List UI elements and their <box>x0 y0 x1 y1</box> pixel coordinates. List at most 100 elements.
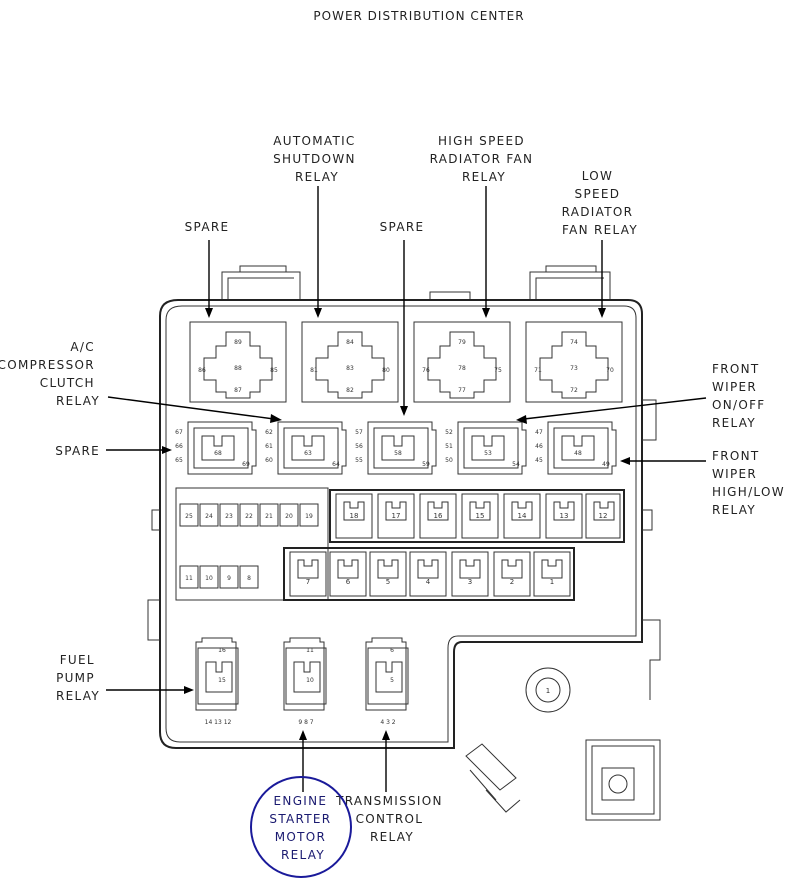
label-transmission-control-relay: TRANSMISSION CONTROL RELAY <box>335 794 448 844</box>
arrow-spare-top-left <box>205 240 213 318</box>
svg-text:9: 9 <box>227 575 231 582</box>
svg-text:60: 60 <box>265 457 273 464</box>
highlight-circle <box>250 776 352 878</box>
svg-text:70: 70 <box>606 367 614 374</box>
svg-text:54: 54 <box>512 461 520 468</box>
svg-text:84: 84 <box>346 339 354 346</box>
svg-text:22: 22 <box>245 513 253 520</box>
top-relay-row: 89 88 87 86 85 84 83 82 81 80 79 78 77 7… <box>189 321 623 403</box>
svg-text:8: 8 <box>247 575 251 582</box>
svg-text:57: 57 <box>355 429 363 436</box>
svg-text:48: 48 <box>574 450 582 457</box>
relay-socket-89: 89 88 87 86 85 <box>189 321 287 403</box>
svg-text:17: 17 <box>392 512 401 520</box>
mid-relay-row: 67 66 65 68 69 62 61 60 63 64 57 56 55 5… <box>175 421 617 475</box>
svg-text:78: 78 <box>458 365 466 372</box>
relay-socket-58: 57 56 55 58 59 <box>355 421 437 475</box>
label-high-speed-fan-relay: HIGH SPEED RADIATOR FAN RELAY <box>430 134 539 184</box>
label-fuel-pump-relay: FUEL PUMP RELAY <box>56 653 100 703</box>
svg-text:50: 50 <box>445 457 453 464</box>
stud-number: 1 <box>546 687 550 695</box>
svg-text:73: 73 <box>570 365 578 372</box>
svg-text:4 3 2: 4 3 2 <box>380 719 395 726</box>
label-front-wiper-highlow-relay: FRONT WIPER HIGH/LOW RELAY <box>712 449 788 517</box>
svg-text:64: 64 <box>332 461 340 468</box>
svg-text:24: 24 <box>205 513 213 520</box>
svg-text:80: 80 <box>382 367 390 374</box>
svg-text:68: 68 <box>214 450 222 457</box>
svg-text:14: 14 <box>518 512 527 520</box>
svg-text:69: 69 <box>242 461 250 468</box>
arrow-front-wiper-highlow <box>620 457 706 465</box>
svg-text:77: 77 <box>458 387 466 394</box>
svg-text:86: 86 <box>198 367 206 374</box>
label-spare-top-mid: SPARE <box>380 220 425 234</box>
svg-text:59: 59 <box>422 461 430 468</box>
svg-text:25: 25 <box>185 513 193 520</box>
svg-text:74: 74 <box>570 339 578 346</box>
svg-text:10: 10 <box>205 575 213 582</box>
svg-text:15: 15 <box>476 512 485 520</box>
relay-socket-fuel-pump: 16 15 14 13 12 <box>195 637 239 726</box>
bolt-stud <box>525 667 571 713</box>
svg-text:14 13 12: 14 13 12 <box>205 719 232 726</box>
svg-text:16: 16 <box>218 647 226 654</box>
arrow-low-speed-fan <box>598 240 606 318</box>
svg-text:89: 89 <box>234 339 242 346</box>
svg-text:10: 10 <box>306 677 314 684</box>
mini-fuse-block: 25 24 23 22 21 20 19 11 10 9 8 <box>175 487 329 601</box>
arrow-ac-clutch <box>107 396 282 423</box>
arrow-spare-top-mid <box>400 240 408 416</box>
svg-text:66: 66 <box>175 443 183 450</box>
svg-text:81: 81 <box>310 367 318 374</box>
leader-arrows <box>106 186 707 792</box>
svg-text:63: 63 <box>304 450 312 457</box>
svg-text:67: 67 <box>175 429 183 436</box>
svg-text:6: 6 <box>346 578 351 586</box>
svg-text:7: 7 <box>306 578 310 586</box>
pdc-housing <box>147 265 661 821</box>
svg-text:82: 82 <box>346 387 354 394</box>
relay-socket-79: 79 78 77 76 75 <box>413 321 511 403</box>
arrow-high-speed-fan <box>482 186 490 318</box>
relay-socket-starter: 11 10 9 8 7 <box>283 637 327 726</box>
svg-text:52: 52 <box>445 429 453 436</box>
svg-text:15: 15 <box>218 677 226 684</box>
svg-text:79: 79 <box>458 339 466 346</box>
svg-text:20: 20 <box>285 513 293 520</box>
mini-fuse-row-top: 25 24 23 22 21 20 19 <box>179 503 319 527</box>
svg-text:13: 13 <box>560 512 569 520</box>
svg-text:5: 5 <box>390 677 394 684</box>
svg-text:6: 6 <box>390 647 394 654</box>
label-front-wiper-onoff-relay: FRONT WIPER ON/OFF RELAY <box>712 362 771 430</box>
arrow-automatic-shutdown <box>314 186 322 318</box>
svg-text:53: 53 <box>484 450 492 457</box>
diagram-title: POWER DISTRIBUTION CENTER <box>313 9 524 23</box>
mini-fuse-row-bottom: 11 10 9 8 <box>179 565 259 589</box>
svg-text:88: 88 <box>234 365 242 372</box>
arrow-spare-left <box>106 446 172 454</box>
relay-socket-74: 74 73 72 71 70 <box>525 321 623 403</box>
svg-text:55: 55 <box>355 457 363 464</box>
svg-text:1: 1 <box>550 578 554 586</box>
maxi-fuse-row-top: 18 17 16 15 14 13 12 <box>329 489 625 543</box>
arrow-front-wiper-onoff <box>516 397 707 424</box>
svg-text:75: 75 <box>494 367 502 374</box>
svg-text:11: 11 <box>306 647 314 654</box>
svg-text:76: 76 <box>422 367 430 374</box>
relay-socket-transmission: 6 5 4 3 2 <box>365 637 409 726</box>
svg-text:3: 3 <box>468 578 472 586</box>
svg-text:19: 19 <box>305 513 313 520</box>
svg-text:51: 51 <box>445 443 453 450</box>
label-automatic-shutdown-relay: AUTOMATIC SHUTDOWN RELAY <box>273 134 361 184</box>
svg-text:5: 5 <box>386 578 390 586</box>
svg-text:61: 61 <box>265 443 273 450</box>
svg-text:46: 46 <box>535 443 543 450</box>
svg-text:12: 12 <box>599 512 608 520</box>
svg-text:71: 71 <box>534 367 542 374</box>
svg-text:16: 16 <box>434 512 443 520</box>
relay-socket-48: 47 46 45 48 49 <box>535 421 617 475</box>
label-spare-top-left: SPARE <box>185 220 230 234</box>
svg-text:49: 49 <box>602 461 610 468</box>
relay-socket-68: 67 66 65 68 69 <box>175 421 257 475</box>
